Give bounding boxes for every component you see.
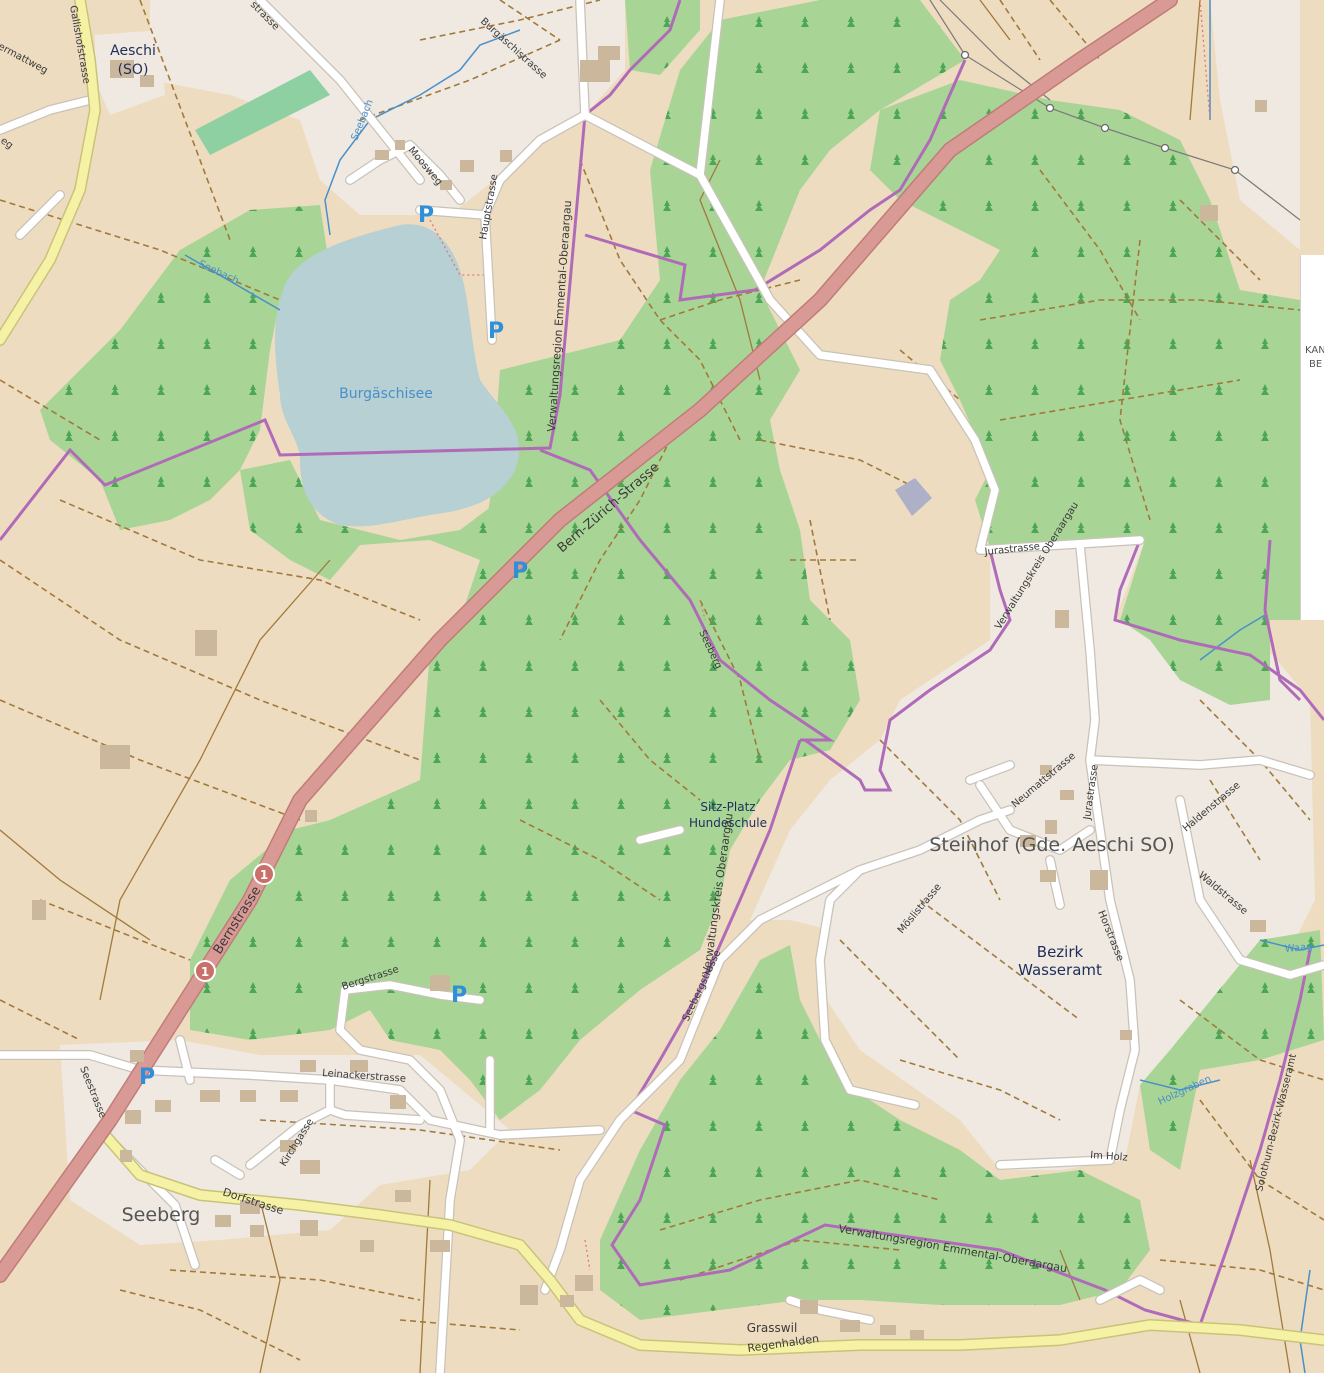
route-shield-label: 1 [260,868,268,882]
parking-icon: P [451,983,467,1008]
forest-tree-pattern [240,460,520,580]
parking-icon: P [488,319,504,344]
forest-tree-pattern [870,80,1300,705]
label-im-holz: Im Holz [1090,1150,1128,1164]
streams [184,0,1324,1373]
residential-area-steinhof [750,540,1315,1170]
label-aeschi[interactable]: Aeschi [110,43,156,59]
inset-label-line2: BE [1309,359,1323,370]
label-steinhof[interactable]: Steinhof (Gde. Aeschi SO) [929,834,1174,856]
administrative-boundaries [0,0,1324,1327]
parking-icon: P [139,1065,155,1090]
route-shield-label: 1 [201,965,209,979]
parking-icon: P [418,203,434,228]
forest-tree-pattern [40,205,330,530]
parking-signs: P P P P P [139,203,528,1090]
label-sitzplatz[interactable]: Sitz-Platz [700,800,755,814]
forest-tree-pattern [190,0,965,1120]
label-bezirk: Bezirk [1037,943,1084,961]
buildings [32,46,1267,1340]
label-weg-left: eg [0,135,15,151]
label-lake[interactable]: Burgäschisee [339,386,433,402]
forest-tree-pattern [1140,930,1324,1170]
main-road-bern-zurich-strasse [0,0,1177,1282]
overview-inset: KAN BE [1300,255,1324,620]
forest-tree-pattern [820,0,900,60]
field-boundaries [0,0,1291,1373]
power-pylons [960,50,1240,175]
label-seeberg[interactable]: Seeberg [122,1204,201,1226]
meadow-strip [195,70,330,155]
label-waag: Waag [1284,942,1313,955]
label-hundeschule: Hundeschule [689,816,767,830]
label-aeschi-so: (SO) [118,62,149,78]
inset-label-line1: KAN [1305,345,1324,356]
residential-area-east [1210,0,1300,250]
label-grasswil[interactable]: Grasswil [747,1321,798,1335]
label-wasseramt: Wasseramt [1018,961,1102,979]
utility-area [895,478,932,516]
forest-tree-pattern [600,945,1150,1320]
footpaths [429,0,1211,1271]
route-shields: 1 1 [194,863,275,982]
parking-icon: P [512,559,528,584]
